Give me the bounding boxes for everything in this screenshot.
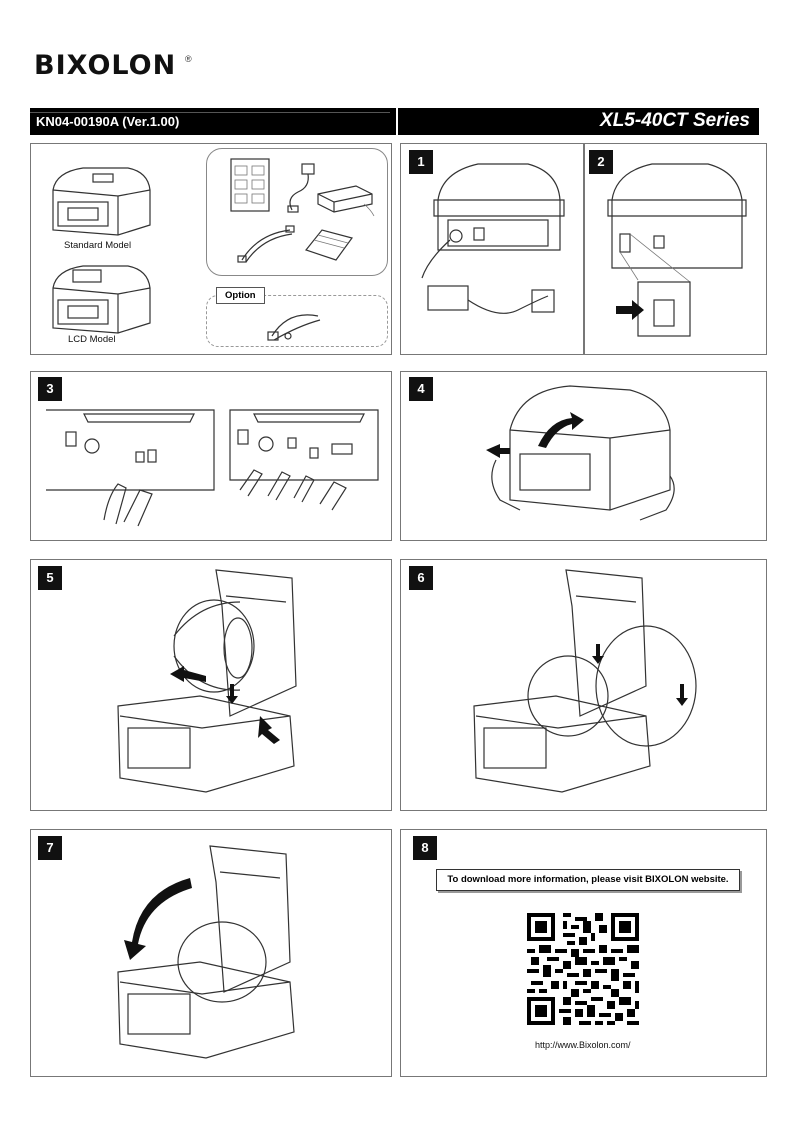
document-code: KN04-00190A (Ver.1.00): [36, 114, 180, 129]
load-media-roll-illustration: [117, 569, 297, 793]
connect-power-illustration: [421, 163, 565, 314]
bixolon-website-url[interactable]: http://www.Bixolon.com/: [535, 1040, 631, 1050]
registered-mark: ®: [185, 54, 192, 64]
product-series-title: XL5-40CT Series: [600, 110, 750, 131]
step-6-panel: [400, 559, 767, 811]
lcd-model-printer-illustration: [52, 265, 151, 334]
close-cover-illustration: [117, 845, 295, 1059]
header-accent-line: [30, 112, 390, 113]
install-media-guide-illustration: [473, 569, 697, 793]
step-8-number: 8: [413, 836, 437, 860]
download-info-notice: To download more information, please vis…: [436, 869, 740, 891]
step-7-number: 7: [38, 836, 62, 860]
bixolon-logo: BIXOLON: [34, 50, 177, 81]
header-end-cap: [758, 108, 764, 135]
package-contents-panel: [30, 143, 392, 355]
step-1-number: 1: [409, 150, 433, 174]
accessories-box: [206, 148, 388, 276]
step-4-panel: [400, 371, 767, 541]
option-accessory-box: [206, 295, 388, 347]
interface-ports-illustration: [46, 409, 379, 527]
step-1-2-divider: [583, 144, 585, 354]
step-6-number: 6: [409, 566, 433, 590]
step-3-number: 3: [38, 377, 62, 401]
step-4-number: 4: [409, 377, 433, 401]
step-3-panel: [30, 371, 392, 541]
header-divider: [396, 108, 398, 135]
optional-cable-icon: [267, 314, 321, 341]
standard-model-label: Standard Model: [64, 240, 132, 251]
bixolon-website-qr-code[interactable]: [527, 913, 639, 1025]
lcd-model-label: LCD Model: [68, 334, 116, 345]
step-7-panel: [30, 829, 392, 1077]
open-cover-illustration: [486, 385, 675, 521]
step-2-number: 2: [589, 150, 613, 174]
quick-guide-doc-icon: [230, 158, 270, 212]
usb-cable-icon: [237, 225, 295, 263]
option-label: Option: [216, 287, 265, 304]
step-5-number: 5: [38, 566, 62, 590]
power-adapter-icon: [317, 185, 375, 217]
step-5-panel: [30, 559, 392, 811]
label-roll-core-icon: [304, 229, 353, 261]
power-cord-icon: [287, 163, 315, 213]
standard-model-printer-illustration: [52, 167, 151, 236]
power-switch-illustration: [607, 163, 747, 337]
